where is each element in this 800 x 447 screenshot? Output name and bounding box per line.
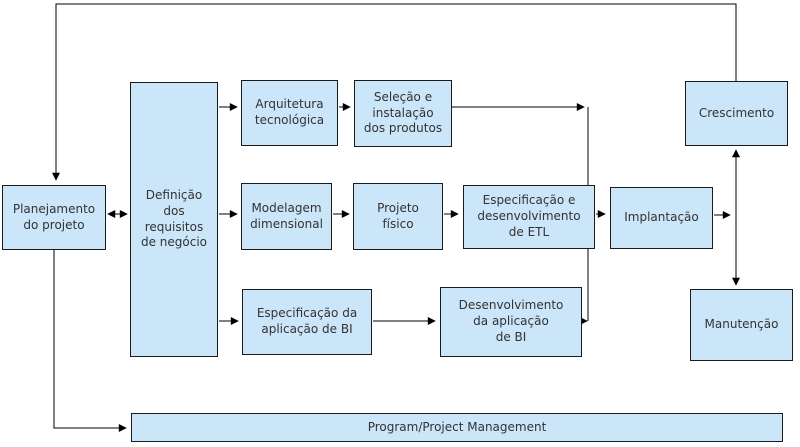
box-selecao-instalacao-produtos: Seleção e instalação dos produtos bbox=[354, 80, 452, 147]
box-especificacao-bi-label: Especificação da aplicação de BI bbox=[256, 306, 358, 336]
box-planejamento-do-projeto: Planejamento do projeto bbox=[2, 185, 106, 250]
box-definicao-label: Definição dos requisitos de negócio bbox=[140, 187, 208, 250]
box-etl-label: Especificação e desenvolvimento de ETL bbox=[477, 193, 581, 239]
arrow-planejamento-to-program-bar bbox=[53, 250, 127, 432]
box-desenvolvimento-aplicacao-bi: Desenvolvimento da aplicação de BI bbox=[440, 287, 582, 357]
box-desenvolvimento-bi-label: Desenvolvimento da aplicação de BI bbox=[458, 298, 564, 344]
arrow-crescimento-to-planejamento bbox=[52, 3, 737, 181]
box-modelagem-label: Modelagem dimensional bbox=[250, 200, 323, 231]
box-modelagem-dimensional: Modelagem dimensional bbox=[241, 183, 332, 250]
box-implantacao: Implantação bbox=[610, 187, 713, 249]
bar-program-project-management: Program/Project Management bbox=[131, 413, 783, 442]
box-planejamento-label: Planejamento do projeto bbox=[12, 201, 96, 232]
box-especificacao-aplicacao-bi: Especificação da aplicação de BI bbox=[242, 289, 372, 355]
box-arquitetura-tecnologica: Arquitetura tecnológica bbox=[241, 80, 338, 146]
box-crescimento-label: Crescimento bbox=[698, 105, 775, 120]
box-definicao-requisitos: Definição dos requisitos de negócio bbox=[130, 82, 218, 357]
box-especificacao-desenvolvimento-etl: Especificação e desenvolvimento de ETL bbox=[463, 185, 595, 249]
box-projeto-fisico: Projeto físico bbox=[353, 183, 443, 250]
box-selecao-label: Seleção e instalação dos produtos bbox=[363, 89, 443, 136]
program-bar-label: Program/Project Management bbox=[367, 419, 547, 434]
box-manutencao-label: Manutenção bbox=[704, 317, 779, 332]
box-crescimento: Crescimento bbox=[685, 81, 788, 146]
box-implantacao-label: Implantação bbox=[624, 210, 699, 225]
box-arquitetura-label: Arquitetura tecnológica bbox=[254, 97, 325, 127]
box-projeto-fisico-label: Projeto físico bbox=[377, 200, 419, 231]
box-manutencao: Manutenção bbox=[690, 289, 793, 361]
